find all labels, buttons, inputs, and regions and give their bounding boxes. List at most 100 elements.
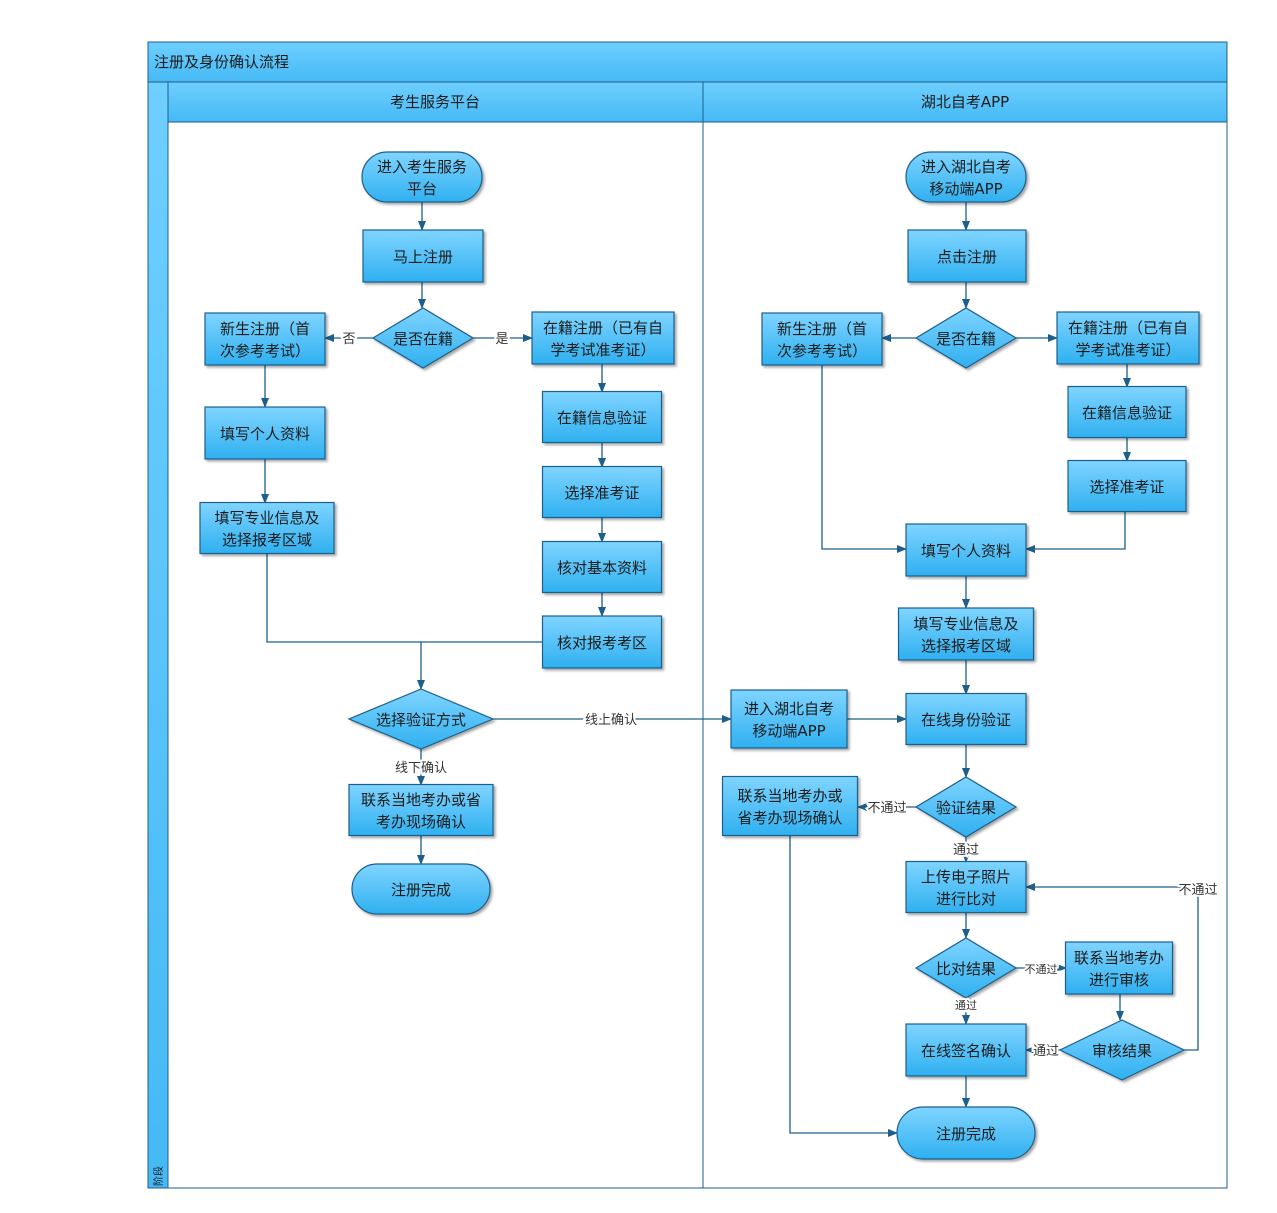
node-label: 是否在籍 [936, 330, 996, 348]
node-label: 新生注册（首 [220, 320, 310, 338]
node-label: 注册完成 [936, 1125, 996, 1143]
decision-dec5[interactable]: 比对结果 [914, 937, 1018, 999]
process-sel2[interactable]: 选择准考证 [1067, 459, 1187, 513]
node-label: 核对报考考区 [557, 634, 647, 652]
node-label: 次参考考试） [220, 342, 310, 360]
node-label: 填写个人资料 [921, 542, 1011, 560]
process-reg2[interactable]: 点击注册 [907, 229, 1027, 283]
node-label: 移动端APP [752, 722, 825, 740]
node-label: 选择验证方式 [376, 711, 466, 729]
node-label: 验证结果 [936, 799, 996, 817]
decision-dec6[interactable]: 审核结果 [1058, 1019, 1186, 1081]
node-label: 学考试准考证） [1075, 341, 1180, 359]
process-info1[interactable]: 填写个人资料 [204, 406, 326, 460]
node-label: 联系当地考办 [1074, 949, 1164, 967]
lane-label-student-platform: 考生服务平台 [390, 93, 480, 111]
node-label: 选择报考区域 [222, 531, 312, 549]
edge-label: 线下确认 [395, 761, 447, 776]
connector-contact2-to-end2 [789, 836, 898, 1137]
pool-frame: 注册及身份确认流程 阶段 考生服务平台 湖北自考APP [147, 41, 1228, 1189]
decision-dec2[interactable]: 选择验证方式 [347, 688, 495, 750]
node-label: 选择报考区域 [921, 637, 1011, 655]
node-label: 进行比对 [936, 890, 996, 908]
terminal-end2[interactable]: 注册完成 [896, 1106, 1036, 1160]
node-label: 移动端APP [929, 180, 1002, 198]
decision-dec1[interactable]: 是否在籍 [371, 307, 475, 369]
process-sel1[interactable]: 选择准考证 [541, 465, 663, 519]
terminal-end1[interactable]: 注册完成 [351, 863, 491, 915]
node-label: 填写个人资料 [220, 425, 310, 443]
node-label: 在籍注册（已有自 [1068, 319, 1188, 337]
process-info2[interactable]: 填写个人资料 [905, 523, 1027, 577]
process-verify2[interactable]: 在籍信息验证 [1067, 385, 1187, 439]
connector-new2-to-info2 [821, 365, 907, 553]
edge-label: 不通过 [1025, 963, 1058, 976]
node-label: 马上注册 [393, 248, 453, 266]
node-label: 在籍注册（已有自 [543, 319, 663, 337]
decision-dec4[interactable]: 验证结果 [914, 776, 1018, 838]
edge-label: 通过 [955, 999, 977, 1012]
node-label: 填写专业信息及 [913, 615, 1018, 633]
node-label: 进行审核 [1089, 971, 1149, 989]
node-label: 在线签名确认 [921, 1042, 1011, 1060]
edge-label: 否 [342, 332, 355, 347]
node-label: 选择准考证 [1089, 478, 1164, 496]
node-label: 是否在籍 [393, 330, 453, 348]
node-label: 平台 [407, 180, 437, 198]
node-label: 考办现场确认 [376, 813, 466, 831]
node-label: 联系当地考办或 [737, 787, 842, 805]
decision-dec3[interactable]: 是否在籍 [914, 307, 1018, 369]
process-chk1[interactable]: 核对基本资料 [541, 540, 663, 594]
node-label: 联系当地考办或省 [361, 791, 481, 809]
process-chk2[interactable]: 核对报考考区 [541, 615, 663, 669]
connector-major1-to-dec2 [266, 554, 425, 690]
process-verify1[interactable]: 在籍信息验证 [541, 390, 663, 444]
process-idv[interactable]: 在线身份验证 [905, 692, 1027, 746]
node-label: 进入湖北自考 [921, 158, 1011, 176]
node-label: 在线身份验证 [921, 711, 1011, 729]
node-label: 填写专业信息及 [214, 509, 319, 527]
node-label: 点击注册 [937, 248, 997, 266]
pool-title: 注册及身份确认流程 [154, 53, 289, 71]
node-label: 比对结果 [936, 960, 996, 978]
node-label: 核对基本资料 [557, 559, 647, 577]
edge-label: 线上确认 [585, 713, 637, 728]
pool-title-bar [147, 41, 1228, 83]
edge-label: 通过 [953, 843, 979, 858]
node-label: 上传电子照片 [921, 868, 1011, 886]
node-label: 在籍信息验证 [557, 409, 647, 427]
node-label: 进入湖北自考 [744, 700, 834, 718]
edge-label: 不通过 [1178, 883, 1217, 898]
connector-sel2-to-info2 [1025, 512, 1126, 553]
edge-label: 是 [495, 332, 508, 347]
lane-header-app [702, 81, 1228, 123]
node-label: 省考办现场确认 [737, 809, 842, 827]
edge-label: 不通过 [867, 801, 906, 816]
node-label: 新生注册（首 [777, 320, 867, 338]
lane-header-student-platform [167, 81, 704, 123]
node-label: 学考试准考证） [550, 341, 655, 359]
node-label: 选择准考证 [564, 484, 639, 502]
node-label: 在籍信息验证 [1082, 404, 1172, 422]
process-sign[interactable]: 在线签名确认 [905, 1023, 1027, 1077]
edge-label: 通过 [1033, 1044, 1059, 1059]
lane-label-app: 湖北自考APP [921, 93, 1009, 111]
node-label: 注册完成 [391, 881, 451, 899]
process-reg1[interactable]: 马上注册 [362, 229, 484, 283]
node-label: 次参考考试） [777, 342, 867, 360]
connector-dec6-to-photo [1025, 883, 1199, 1051]
